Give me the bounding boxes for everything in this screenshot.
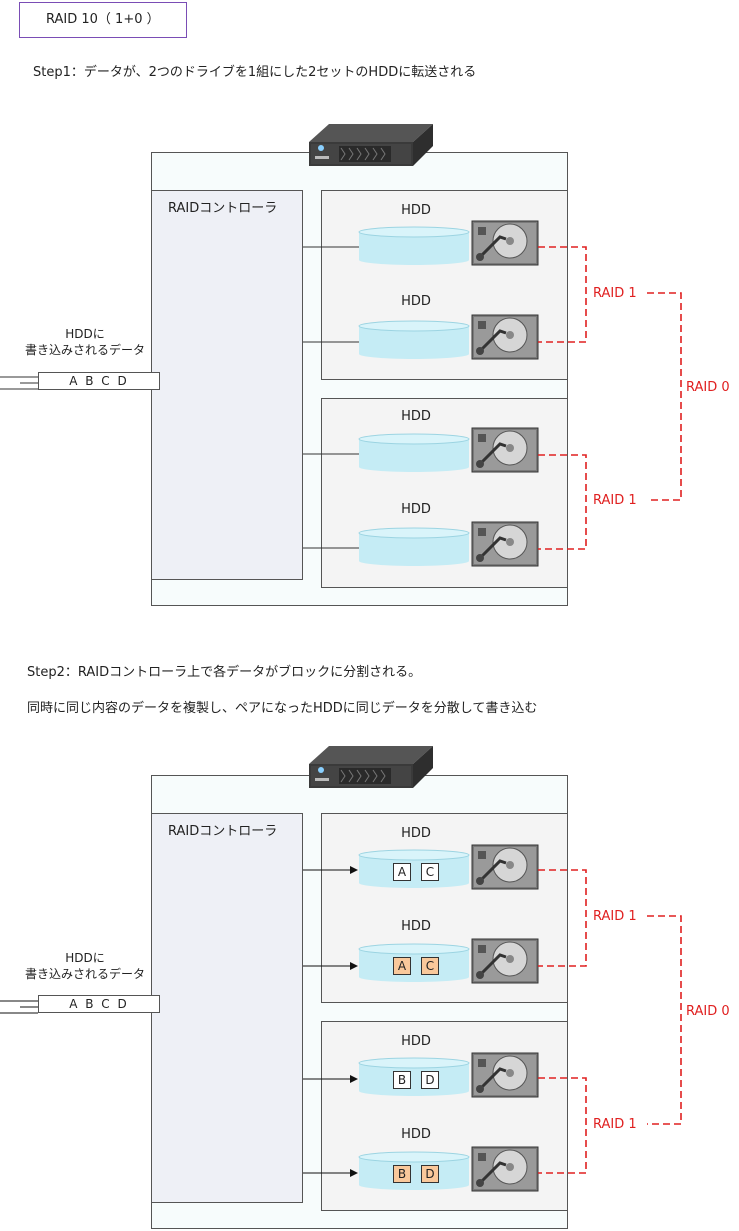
hard-drive-icon [470,426,540,474]
disk-icon [358,226,470,266]
data-box: A B C D [38,995,160,1013]
step2-text-line1: Step2：RAIDコントローラ上で各データがブロックに分割される。 [27,665,422,680]
hdd-label: HDD [401,826,431,841]
controller-label: RAIDコントローラ [168,824,278,839]
hdd-label: HDD [401,294,431,309]
disk-icon [358,1151,470,1191]
raid1-label: RAID 1 [593,909,637,924]
disk-icon [358,1057,470,1097]
data-block-copy: A [393,957,411,975]
hdd-label: HDD [401,502,431,517]
hard-drive-icon [470,1051,540,1099]
disk-icon [358,433,470,473]
raid-controller-2: RAIDコントローラ [151,813,303,1203]
data-block: D [421,1071,439,1089]
hdd-label: HDD [401,203,431,218]
raid0-label: RAID 0 [686,380,730,395]
disk-icon [358,849,470,889]
step2-text-line2: 同時に同じ内容のデータを複製し、ペアになったHDDに同じデータを分散して書き込む [27,701,538,716]
hard-drive-icon [470,313,540,361]
raid-controller-1: RAIDコントローラ [151,190,303,580]
hard-drive-icon [470,1145,540,1193]
raid1-label: RAID 1 [593,1117,637,1132]
raid1-label: RAID 1 [593,286,637,301]
hdd-label: HDD [401,1127,431,1142]
step1-text: Step1：データが、2つのドライブを1組にした2セットのHDDに転送される [33,65,477,80]
data-block-copy: B [393,1165,411,1183]
controller-label: RAIDコントローラ [168,201,278,216]
raid1-label: RAID 1 [593,493,637,508]
hard-drive-icon [470,937,540,985]
hdd-label: HDD [401,1034,431,1049]
disk-icon [358,320,470,360]
hard-drive-icon [470,520,540,568]
hdd-label: HDD [401,409,431,424]
hard-drive-icon [470,843,540,891]
disk-icon [358,527,470,567]
data-box: A B C D [38,372,160,390]
data-block: A [393,863,411,881]
raid0-label: RAID 0 [686,1004,730,1019]
data-label: HDDに 書き込みされるデータ [24,951,145,981]
data-block-copy: D [421,1165,439,1183]
server-icon [308,123,434,167]
hdd-label: HDD [401,919,431,934]
disk-icon [358,943,470,983]
server-icon [308,745,434,789]
data-block-copy: C [421,957,439,975]
data-block: B [393,1071,411,1089]
data-block: C [421,863,439,881]
page-title: RAID 10（ 1+0 ） [19,2,187,38]
data-label: HDDに 書き込みされるデータ [24,327,145,357]
hard-drive-icon [470,219,540,267]
